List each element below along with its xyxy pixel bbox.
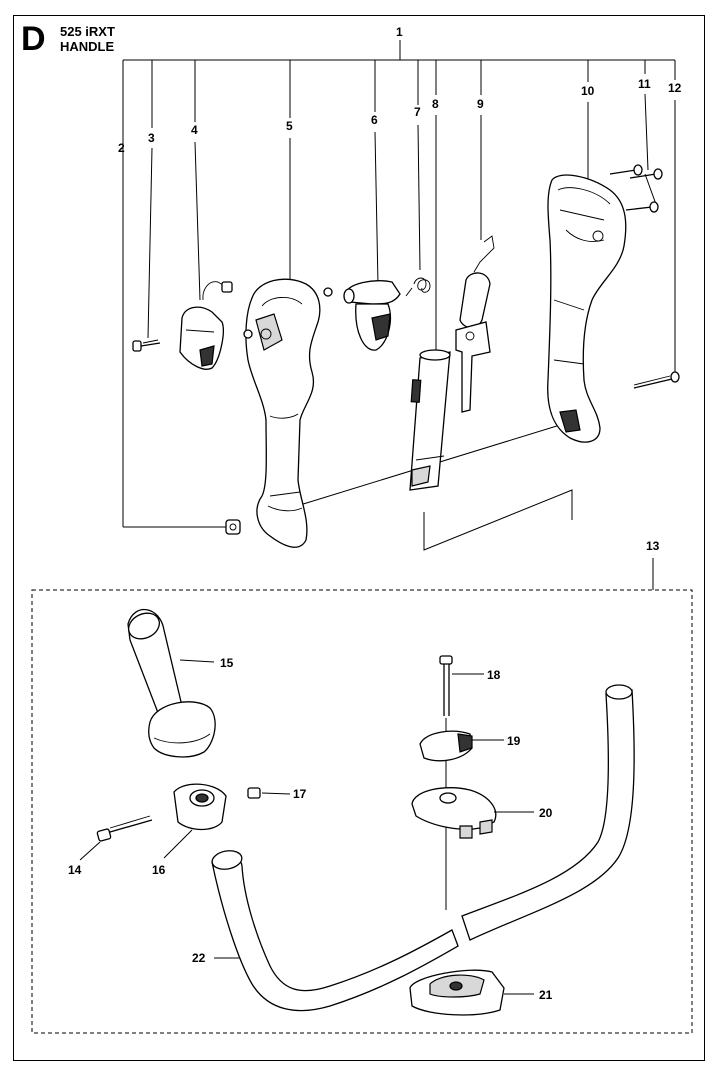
callout-8: 8 <box>432 97 439 111</box>
callout-10: 10 <box>581 84 595 98</box>
callout-18: 18 <box>487 668 501 682</box>
leader-lines-top <box>147 93 676 551</box>
part-9-lever <box>455 235 495 413</box>
callout-21: 21 <box>539 988 553 1002</box>
callout-17: 17 <box>293 787 307 801</box>
callout-11: 11 <box>638 77 651 91</box>
callout-12: 12 <box>668 81 682 95</box>
part-18-bolt <box>439 655 484 910</box>
callout-2: 2 <box>118 141 125 155</box>
group-1-bracket <box>122 40 676 528</box>
part-14-screw <box>79 815 153 861</box>
section-letter: D <box>21 20 46 58</box>
part-20-plate <box>411 787 534 839</box>
part-2-nut <box>225 519 241 535</box>
part-17-nut <box>247 787 291 799</box>
part-22-tube <box>211 684 635 1012</box>
part-11-screws <box>609 164 663 213</box>
callout-13: 13 <box>646 539 660 553</box>
callout-5: 5 <box>286 119 293 133</box>
callout-9: 9 <box>477 97 484 111</box>
model-name: 525 iRXT <box>60 24 115 39</box>
callout-6: 6 <box>371 113 378 127</box>
callout-14: 14 <box>68 863 82 877</box>
part-3-screw <box>132 339 161 352</box>
callout-4: 4 <box>191 123 198 137</box>
part-7-spring <box>405 277 431 297</box>
part-10-handle-half <box>547 174 627 443</box>
part-16-clamp <box>163 783 227 859</box>
page-frame <box>13 15 705 1061</box>
part-15-grip <box>127 608 216 758</box>
title-block: 525 iRXT HANDLE <box>60 24 115 54</box>
callout-15: 15 <box>220 656 234 670</box>
part-21-clamp-base <box>409 969 534 1016</box>
callout-16: 16 <box>152 863 166 877</box>
part-12-screw <box>633 371 680 389</box>
part-19-knob <box>419 730 504 762</box>
callout-labels: 1 2 3 4 5 6 7 8 9 10 11 12 13 14 15 16 1… <box>68 25 682 1002</box>
part-8-sleeve <box>409 349 451 491</box>
part-6-trigger <box>343 280 401 351</box>
callout-19: 19 <box>507 734 521 748</box>
kit-13-box <box>31 558 693 1034</box>
section-title: HANDLE <box>60 39 115 54</box>
callout-22: 22 <box>192 951 206 965</box>
callout-7: 7 <box>414 105 421 119</box>
part-4-switch <box>179 281 233 370</box>
callout-1: 1 <box>396 25 403 39</box>
callout-20: 20 <box>539 806 553 820</box>
callout-3: 3 <box>148 131 155 145</box>
part-5-handle-half <box>243 278 333 548</box>
